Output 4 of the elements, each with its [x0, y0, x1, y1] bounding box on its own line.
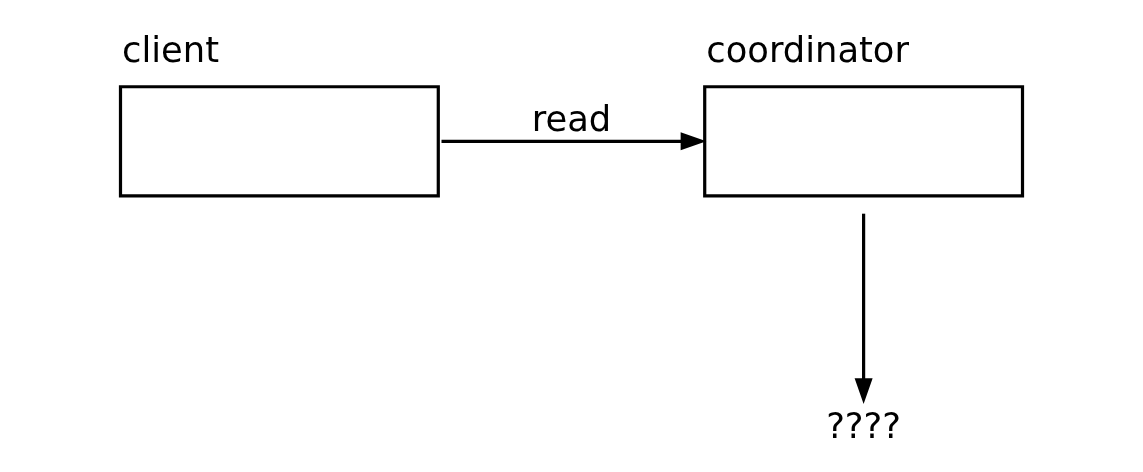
edge-label: read [531, 98, 612, 140]
node-text: ???? [826, 404, 902, 446]
node-label: coordinator [706, 29, 909, 71]
node-label: client [122, 29, 220, 71]
